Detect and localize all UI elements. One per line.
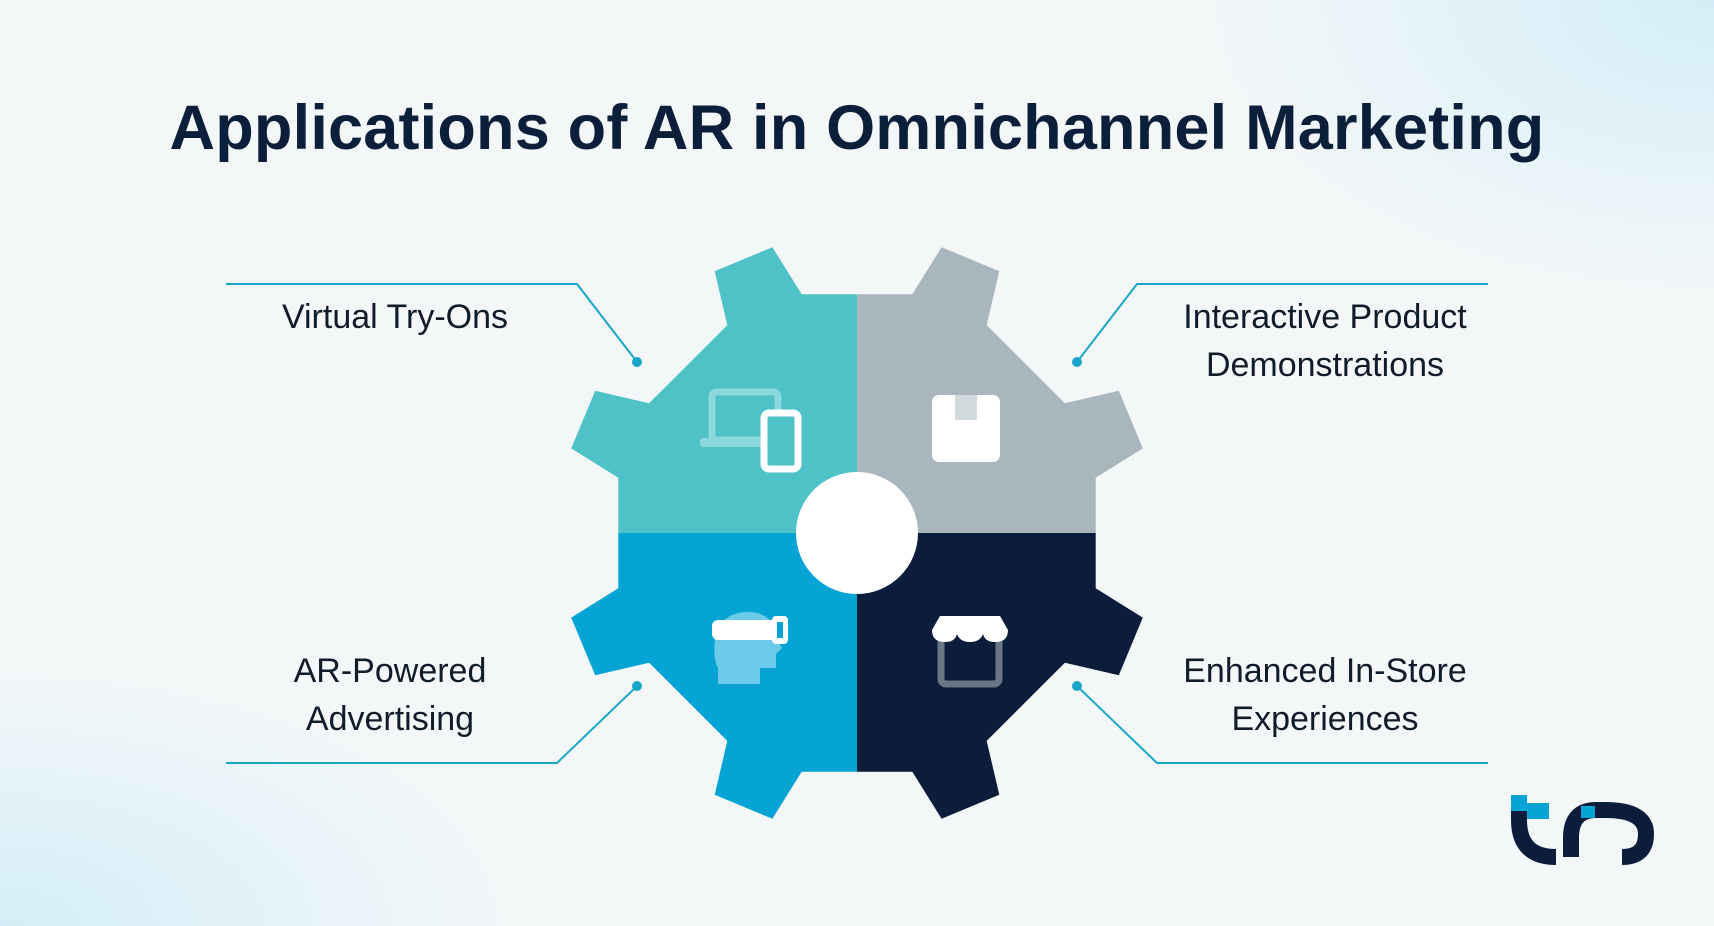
connector-top-right [1072, 283, 1488, 367]
gear-quadrant-bottom-left [571, 533, 857, 819]
label-line: Enhanced In-Store [1183, 652, 1467, 690]
connector-bottom-left [226, 681, 642, 764]
connector-bottom-right [1072, 681, 1488, 764]
gear-quadrant-top-right [857, 247, 1143, 533]
vr-headset-icon [712, 612, 788, 684]
storefront-icon [932, 616, 1008, 688]
label-interactive-product-demonstrations: Interactive Product Demonstrations [1150, 293, 1500, 389]
page-title: Applications of AR in Omnichannel Market… [169, 93, 1545, 163]
label-virtual-try-ons: Virtual Try-Ons [250, 293, 540, 341]
label-line: Interactive Product [1183, 298, 1467, 336]
label-line: Experiences [1231, 700, 1419, 738]
label-enhanced-in-store-experiences: Enhanced In-Store Experiences [1150, 647, 1500, 743]
gear-center-hole [796, 472, 918, 594]
label-line: Virtual Try-Ons [281, 298, 509, 336]
label-line: Demonstrations [1205, 346, 1445, 384]
devices-icon [700, 388, 802, 473]
connector-top-left [226, 283, 642, 367]
label-line: AR-Powered [293, 652, 487, 690]
label-line: Advertising [305, 700, 475, 738]
package-icon [932, 395, 1000, 462]
label-ar-powered-advertising: AR-Powered Advertising [240, 647, 540, 743]
gear-quadrants [571, 247, 1143, 819]
brand-logo [1511, 795, 1655, 865]
